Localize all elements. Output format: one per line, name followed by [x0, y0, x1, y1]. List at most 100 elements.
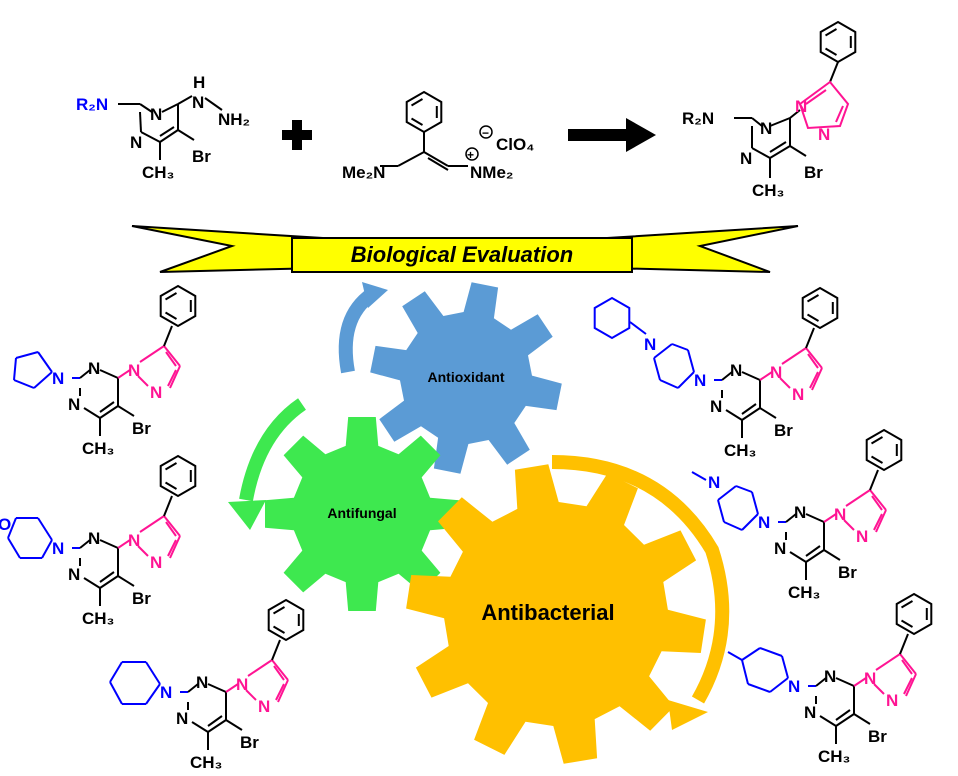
- antioxidant-label: Antioxidant: [428, 369, 505, 385]
- bond-line: [781, 655, 789, 679]
- bond-line: [903, 677, 913, 695]
- bond-line: [805, 347, 823, 369]
- pyrazole-n-label: N: [128, 531, 140, 550]
- bond-line: [781, 347, 807, 365]
- bromo-label: Br: [132, 589, 151, 608]
- green-curved-arrow-icon: [228, 398, 307, 530]
- bond-line: [33, 371, 53, 389]
- bond-line: [823, 513, 837, 523]
- bond-line: [207, 683, 227, 693]
- bromo-label: Br: [132, 419, 151, 438]
- bond-line: [873, 683, 885, 695]
- bond-line: [835, 713, 855, 727]
- piperazine-n-label: N: [708, 473, 720, 492]
- bond-line: [687, 349, 695, 373]
- bond-line: [905, 673, 917, 697]
- bond-line: [671, 343, 689, 351]
- bond-line: [805, 327, 815, 349]
- amine-n-label: N: [694, 371, 706, 390]
- bond-line: [99, 369, 119, 379]
- bond-line: [727, 651, 743, 661]
- bond-line: [167, 369, 177, 387]
- bond-line: [845, 489, 871, 507]
- piperazine-n-label: N: [644, 335, 656, 354]
- biological-evaluation-banner: Biological Evaluation: [131, 225, 799, 273]
- bromo-label: Br: [192, 147, 211, 166]
- pyrazole-n-label: N: [236, 675, 248, 694]
- pyrazole-n-label: N: [150, 383, 162, 402]
- bromo-label: Br: [240, 733, 259, 752]
- compound-structures: NNNBrCH₃NNNONNBrCH₃NNNNNBrCH₃NNNNNNBrCH₃…: [0, 285, 933, 772]
- methyl-label: CH₃: [724, 441, 756, 460]
- blue-curved-arrow-icon: [338, 282, 388, 374]
- bond-line: [165, 351, 177, 367]
- plus-sign-icon: [282, 120, 312, 150]
- bond-line: [99, 405, 119, 419]
- methyl-label: CH₃: [82, 609, 114, 628]
- bond-line: [271, 639, 281, 661]
- banner-title: Biological Evaluation: [351, 242, 573, 267]
- bond-line: [735, 485, 753, 493]
- perchlorate-label: ClO₄: [496, 135, 534, 154]
- pyrimidine-n-label: N: [774, 539, 786, 558]
- antifungal-gear: [265, 417, 459, 611]
- bond-line: [659, 379, 679, 389]
- pyrimidine-n-label: N: [710, 397, 722, 416]
- hydrazine-n-label: N: [192, 93, 204, 112]
- pyrazole-n-label: N: [795, 97, 807, 116]
- bond-line: [725, 409, 743, 421]
- antibacterial-label: Antibacterial: [481, 600, 614, 625]
- bond-line: [717, 485, 737, 501]
- methyl-label: CH₃: [142, 163, 174, 182]
- bond-line: [741, 647, 761, 661]
- reaction-arrow-icon: [568, 118, 656, 152]
- bond-line: [809, 371, 819, 389]
- bond-line: [117, 369, 131, 379]
- amine-n-label: N: [788, 677, 800, 696]
- pyrazole-n-label: N: [770, 363, 782, 382]
- bromo-label: Br: [804, 163, 823, 182]
- bond-line: [99, 571, 115, 583]
- negative-charge-label: −: [482, 126, 489, 140]
- antibacterial-gear: [406, 464, 706, 764]
- methyl-label: CH₃: [818, 747, 850, 766]
- bond-line: [37, 517, 53, 541]
- bond-line: [163, 345, 181, 367]
- bond-line: [163, 515, 181, 537]
- bond-line: [677, 371, 695, 389]
- pyrimidine-n-label: N: [730, 361, 742, 380]
- bond-line: [99, 401, 115, 413]
- bond-line: [691, 471, 707, 481]
- bond-line: [245, 689, 257, 701]
- hydrazine-h-label: H: [193, 73, 205, 92]
- pyrazole-n-label: N: [818, 125, 830, 144]
- bond-line: [225, 719, 243, 731]
- product-r2n-label: R₂N: [682, 109, 714, 128]
- dimethylamino-label: Me₂N: [342, 163, 385, 182]
- bond-line: [899, 653, 917, 675]
- bond-line: [83, 407, 101, 419]
- pyrimidine-n-label: N: [68, 565, 80, 584]
- bond-line: [805, 513, 825, 523]
- bond-line: [717, 499, 725, 523]
- reactant-vinamidinium-salt: Me₂N NMe₂ + − ClO₄: [342, 91, 534, 182]
- pyrimidine-n-label: N: [88, 529, 100, 548]
- bond-line: [723, 521, 743, 531]
- bond-line: [273, 665, 285, 681]
- amine-n-label: N: [758, 513, 770, 532]
- bond-line: [819, 715, 837, 727]
- bond-line: [207, 719, 227, 733]
- bond-line: [271, 659, 289, 681]
- phenyl-ring-shape: [159, 455, 197, 497]
- bond-line: [7, 517, 17, 539]
- phenyl-ring: [801, 287, 839, 329]
- bond-line: [167, 539, 177, 557]
- bond-line: [109, 661, 123, 683]
- bond-line: [163, 495, 173, 517]
- pyrimidine-n-label: N: [794, 503, 806, 522]
- bond-line: [741, 407, 761, 421]
- bond-line: [83, 577, 101, 589]
- bond-line: [769, 677, 789, 693]
